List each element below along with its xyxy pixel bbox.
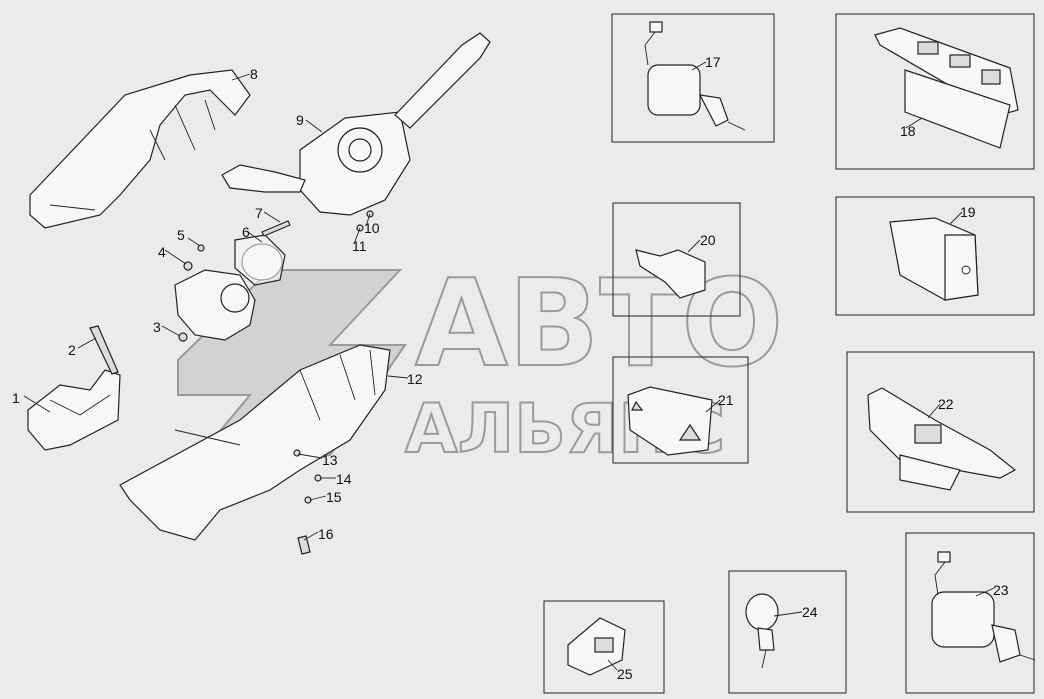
- bracket: [27, 369, 121, 451]
- detail-box-19: [835, 196, 1035, 316]
- callout-9: 9: [296, 112, 304, 128]
- part-22-window-switch: [867, 387, 1017, 491]
- ignition-body: [234, 234, 286, 286]
- detail-box-22: [846, 351, 1035, 513]
- upper-shroud-detail: [49, 99, 216, 211]
- callout-11: 11: [352, 238, 367, 254]
- detail-box-17: [611, 13, 775, 143]
- part-24-ring: [745, 593, 779, 669]
- part-17-sensor: [644, 21, 746, 131]
- callout-12: 12: [407, 371, 423, 387]
- screw-13: [293, 449, 301, 457]
- callout-14: 14: [336, 471, 352, 487]
- lower-shroud-detail: [174, 349, 376, 446]
- part-18-switch-panel: [874, 27, 1019, 149]
- detail-box-20: [612, 202, 741, 317]
- part-19-switch: [889, 217, 979, 301]
- callout-18: 18: [900, 123, 916, 139]
- lower-shroud: [119, 344, 391, 541]
- bolt-2: [89, 325, 119, 375]
- callout-10: 10: [364, 220, 380, 236]
- screw-7: [261, 220, 291, 237]
- callout-15: 15: [326, 489, 342, 505]
- callout-2: 2: [68, 342, 76, 358]
- callout-13: 13: [322, 452, 338, 468]
- upper-shroud: [29, 69, 251, 229]
- switch-ring-inner: [348, 138, 372, 162]
- callout-25: 25: [617, 666, 633, 682]
- detail-box-23: [905, 532, 1035, 694]
- callout-21: 21: [718, 392, 734, 408]
- watermark-line1: АВТО: [415, 255, 783, 394]
- detail-box-18: [835, 13, 1035, 170]
- callout-1: 1: [12, 390, 20, 406]
- detail-box-21: [612, 356, 749, 464]
- callout-5: 5: [177, 227, 185, 243]
- callout-4: 4: [158, 244, 166, 260]
- callout-23: 23: [993, 582, 1009, 598]
- callout-16: 16: [318, 526, 334, 542]
- callout-7: 7: [255, 205, 263, 221]
- callouts: 1 2 3 4 5 6 7 8 9 10 11 12 13 14 15 16 1…: [12, 54, 1009, 682]
- left-stalk: [221, 164, 306, 193]
- part-20-sensor: [635, 249, 706, 299]
- callout-3: 3: [153, 319, 161, 335]
- part-25-connector: [567, 617, 626, 676]
- screw-16: [297, 535, 311, 555]
- callout-24: 24: [802, 604, 818, 620]
- leader-lines: [23, 61, 995, 671]
- callout-22: 22: [938, 396, 954, 412]
- washer-5: [197, 244, 205, 252]
- detail-box-24: [728, 570, 847, 694]
- bracket-detail: [49, 394, 111, 416]
- callout-8: 8: [250, 66, 258, 82]
- part-23-sensor: [931, 551, 1036, 663]
- lock-barrel: [220, 283, 250, 313]
- part-21-hazard-switch: [627, 386, 713, 456]
- callout-20: 20: [700, 232, 716, 248]
- callout-17: 17: [705, 54, 721, 70]
- nut-3: [178, 332, 188, 342]
- detail-box-25: [543, 600, 665, 694]
- callout-6: 6: [242, 224, 250, 240]
- right-stalk: [394, 32, 491, 129]
- callout-19: 19: [960, 204, 976, 220]
